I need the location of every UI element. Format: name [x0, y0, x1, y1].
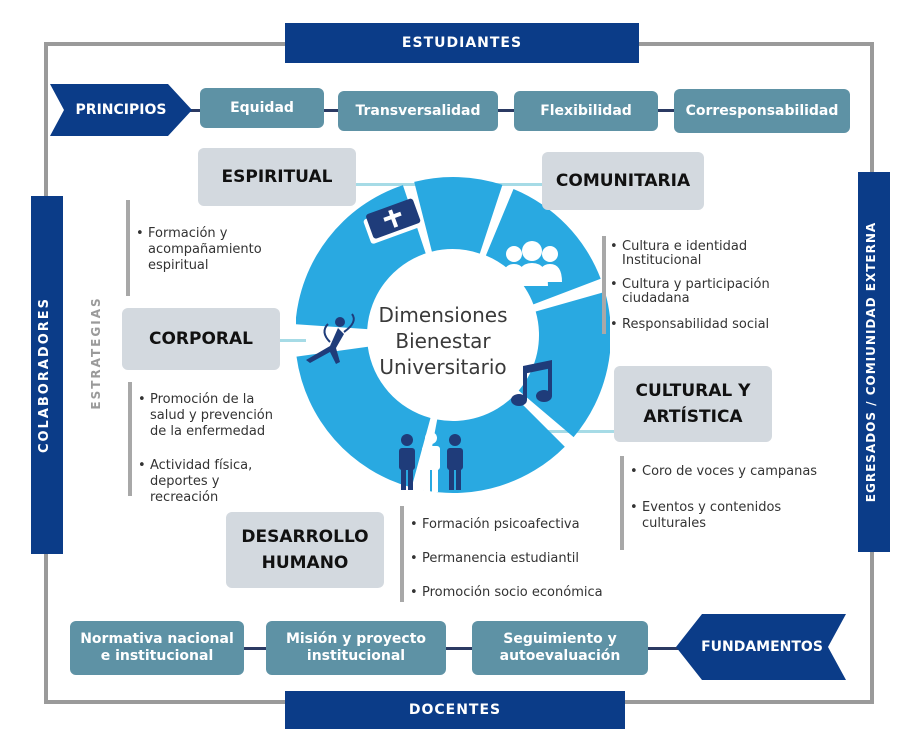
fundamento-mision: Misión y proyecto institucional	[266, 621, 446, 675]
egresados-bar	[858, 172, 890, 552]
principio-transversalidad: Transversalidad	[338, 91, 498, 131]
principio-flexibilidad: Flexibilidad	[514, 91, 658, 131]
principio-equidad: Equidad	[200, 88, 324, 128]
desarrollo-title-2: HUMANO	[261, 553, 349, 573]
people-icon	[399, 432, 463, 492]
espiritual-list: Formación y acompañamiento espiritual	[136, 226, 276, 274]
gymnast-icon	[306, 313, 355, 364]
list-item: Promoción de la salud y prevención de la…	[138, 392, 284, 440]
list-item: Responsabilidad social	[610, 318, 790, 333]
principio-corresponsabilidad: Corresponsabilidad	[674, 89, 850, 133]
bible-icon	[363, 198, 421, 244]
desarrollo-list-line	[400, 506, 404, 602]
desarrollo-title-1: DESARROLLO	[241, 527, 369, 547]
fundamento-seguimiento: Seguimiento y autoevaluación	[472, 621, 648, 675]
list-item: Permanencia estudiantil	[410, 551, 620, 567]
desarrollo-list: Formación psicoafectiva Permanencia estu…	[410, 517, 620, 601]
principios-label: PRINCIPIOS	[75, 102, 167, 118]
principios-arrow	[50, 84, 192, 136]
list-item: Cultura e identidad Institucional	[610, 240, 790, 268]
community-icon	[502, 241, 562, 286]
seguimiento-text: Seguimiento y autoevaluación	[499, 631, 621, 664]
cultural-list-line	[620, 456, 624, 550]
fundamentos-arrow	[676, 614, 846, 680]
list-item: Coro de voces y campanas	[630, 464, 840, 480]
corporal-list: Promoción de la salud y prevención de la…	[138, 392, 284, 506]
center-line-2: Bienestar	[395, 329, 491, 353]
center-title: Dimensiones Bienestar Universitario	[360, 302, 526, 380]
colaboradores-bar	[31, 196, 63, 554]
fundamentos-connector	[240, 647, 700, 650]
list-item: Actividad física, deportes y recreación	[138, 458, 284, 506]
cultural-list: Coro de voces y campanas Eventos y conte…	[630, 464, 840, 532]
cultural-box: CULTURAL Y ARTÍSTICA	[614, 366, 772, 442]
list-item: Eventos y contenidos culturales	[630, 500, 792, 532]
comunitaria-list: Cultura e identidad Institucional Cultur…	[610, 240, 790, 333]
music-note-icon	[511, 360, 552, 406]
docentes-bar: DOCENTES	[285, 691, 625, 729]
fundamentos-label: FUNDAMENTOS	[701, 639, 823, 655]
espiritual-box: ESPIRITUAL	[198, 148, 356, 206]
center-line-1: Dimensiones	[378, 303, 508, 327]
corporal-box: CORPORAL	[122, 308, 280, 370]
estudiantes-bar: ESTUDIANTES	[285, 23, 639, 63]
desarrollo-box: DESARROLLO HUMANO	[226, 512, 384, 588]
corporal-connector	[280, 339, 306, 342]
cultural-title-2: ARTÍSTICA	[643, 407, 743, 427]
corporal-list-line	[128, 382, 132, 496]
comunitaria-box: COMUNITARIA	[542, 152, 704, 210]
list-item: Formación psicoafectiva	[410, 517, 620, 533]
espiritual-connector	[356, 183, 426, 186]
list-item: Cultura y participación ciudadana	[610, 278, 790, 306]
estrategias-label: ESTRATEGIAS	[89, 296, 103, 410]
egresados-label: EGRESADOS / COMIUNIDAD EXTERNA	[864, 221, 878, 503]
normativa-text: Normativa nacional e institucional	[80, 631, 234, 664]
list-item: Formación y acompañamiento espiritual	[136, 226, 276, 274]
espiritual-list-line	[126, 200, 130, 296]
center-line-3: Universitario	[379, 355, 507, 379]
comunitaria-connector	[492, 183, 544, 186]
cultural-title-1: CULTURAL Y	[635, 381, 751, 401]
list-item: Promoción socio económica	[410, 585, 620, 601]
mision-text: Misión y proyecto institucional	[285, 631, 427, 664]
cultural-connector	[548, 430, 614, 433]
comunitaria-list-line	[602, 236, 606, 334]
colaboradores-label: COLABORADORES	[37, 296, 52, 454]
fundamento-normativa: Normativa nacional e institucional	[70, 621, 244, 675]
